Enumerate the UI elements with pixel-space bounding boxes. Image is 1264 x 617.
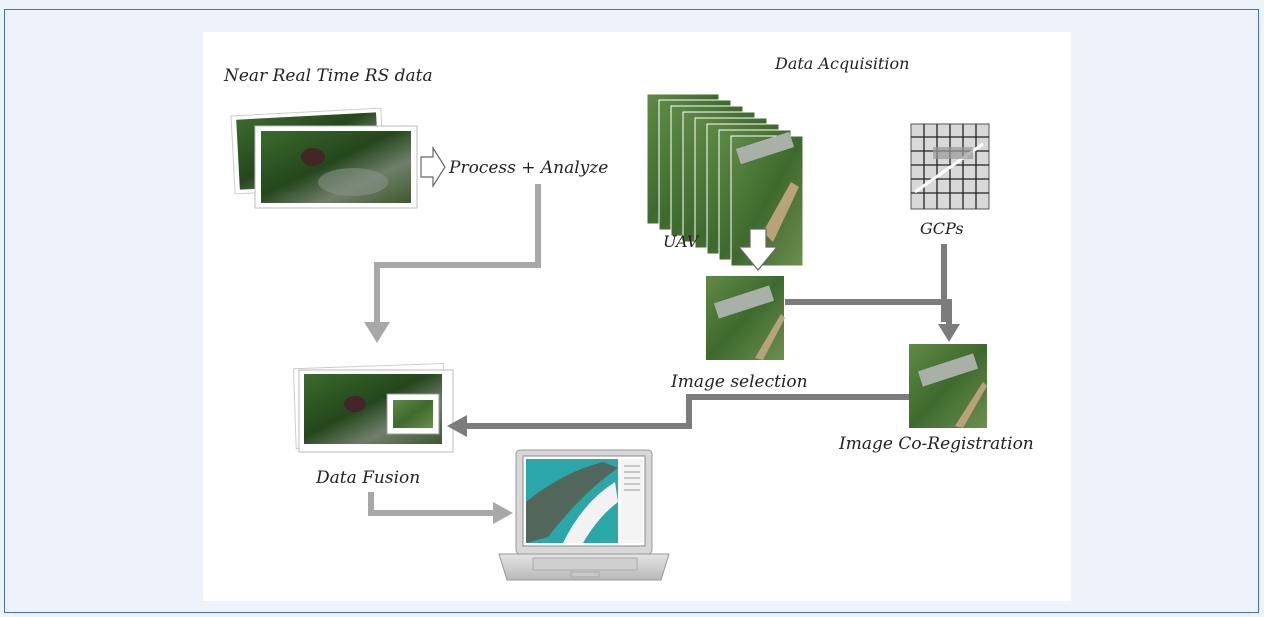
- image-coregistration-photo: [909, 344, 987, 428]
- label-image-selection: Image selection: [671, 372, 808, 392]
- arrow-fusion-to-laptop: [368, 492, 493, 516]
- image-selection-photo: [706, 276, 785, 360]
- arrow-selection-to-coregistration: [785, 299, 952, 324]
- label-data-acquisition: Data Acquisition: [775, 54, 910, 73]
- label-gcps: GCPs: [920, 219, 964, 238]
- arrow-process-to-fusion: [374, 184, 541, 322]
- uav-image-stack: [646, 93, 804, 267]
- label-uav: UAV: [663, 232, 699, 251]
- laptop-icon: [498, 449, 670, 581]
- label-data-fusion: Data Fusion: [316, 468, 421, 488]
- label-near-real-time: Near Real Time RS data: [224, 66, 433, 86]
- hollow-arrow-down-icon: [737, 228, 779, 271]
- rs-data-stack: [230, 107, 418, 209]
- hollow-arrow-right-icon: [420, 145, 446, 189]
- label-image-coregistration: Image Co-Registration: [839, 434, 1034, 454]
- arrow-coregistration-to-fusion: [465, 394, 909, 429]
- gcps-image: [910, 123, 990, 210]
- label-process-analyze: Process + Analyze: [449, 158, 609, 178]
- diagram-graphics: [230, 93, 990, 581]
- diagram-canvas: Near Real Time RS data Data Acquisition …: [203, 32, 1071, 601]
- data-fusion-image: [292, 362, 454, 453]
